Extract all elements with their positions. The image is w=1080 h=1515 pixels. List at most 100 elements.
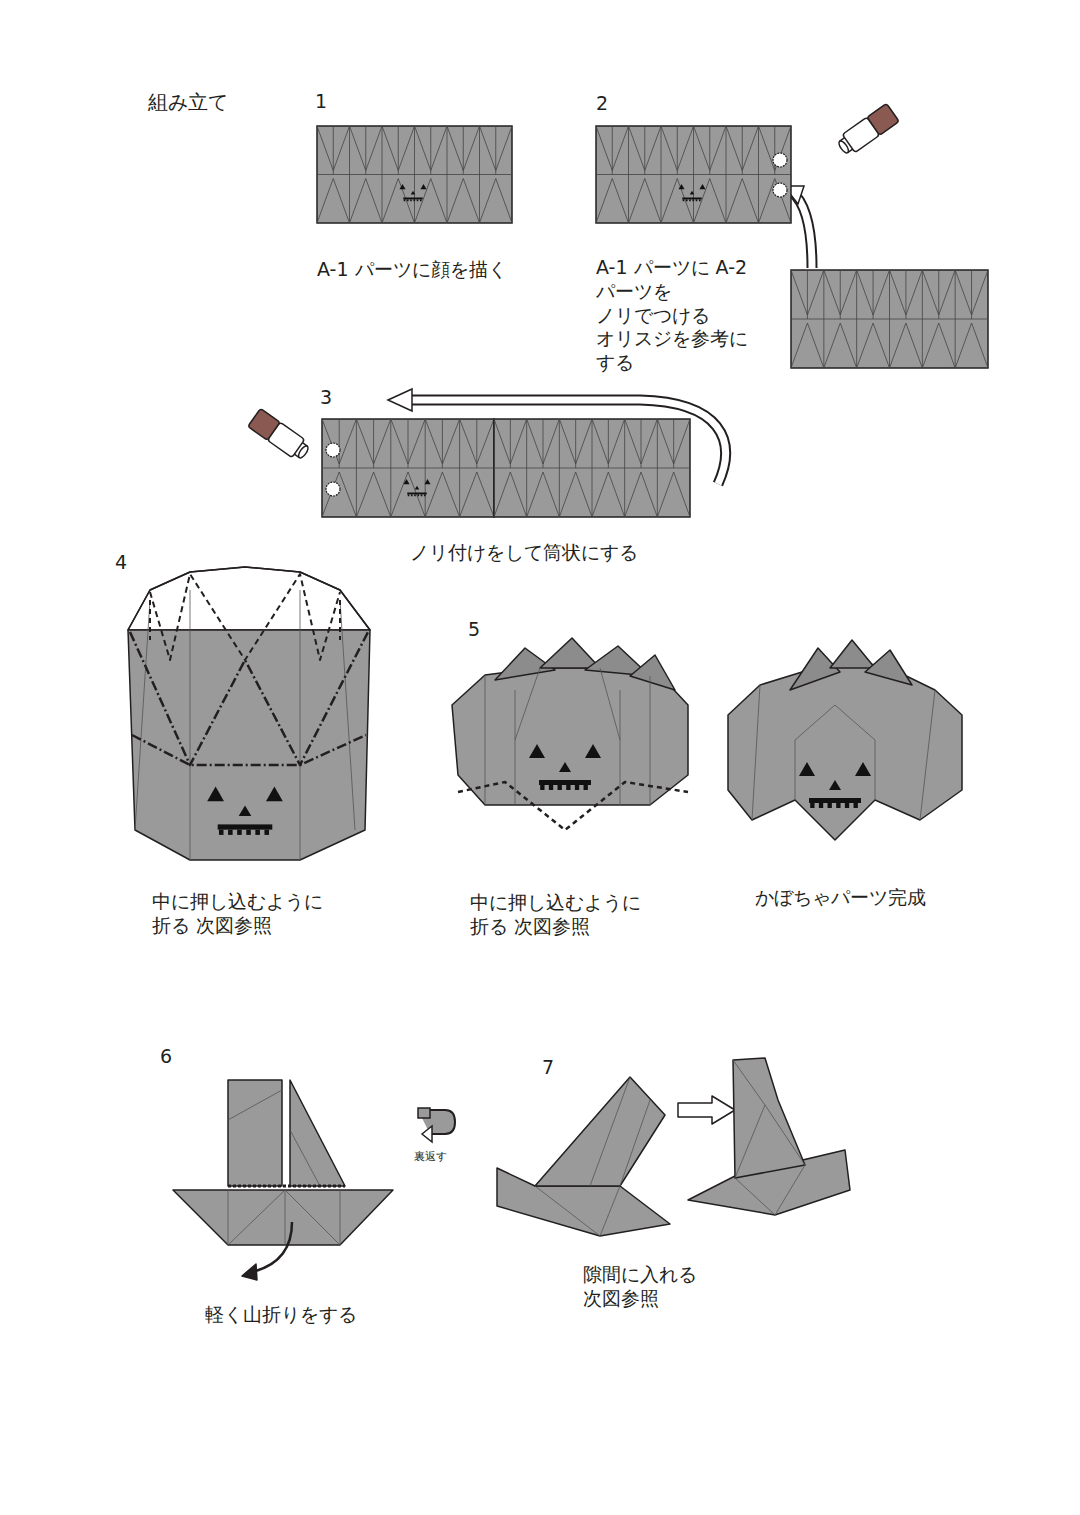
drawing-part <box>410 199 412 201</box>
drawing-part <box>421 184 427 189</box>
drawing-part <box>414 494 416 496</box>
drawing-part <box>682 198 702 200</box>
drawing-part <box>317 126 512 223</box>
drawing-part <box>686 199 688 201</box>
instruction-text: 中に押し込むように 折る 次図参照 <box>470 891 641 939</box>
drawing-part <box>420 199 422 201</box>
drawing-part <box>417 199 419 201</box>
drawing-part <box>407 493 427 495</box>
step-number: 1 <box>315 90 327 114</box>
drawing-part <box>584 785 588 790</box>
drawing-part <box>403 198 423 200</box>
step-number: 7 <box>542 1056 554 1080</box>
drawing-part <box>407 199 409 201</box>
drawing-part <box>425 479 431 484</box>
drawing-part <box>828 803 832 808</box>
drawing-part <box>692 199 694 201</box>
step-number: 3 <box>320 386 332 410</box>
drawing-part <box>239 806 252 817</box>
hat-figure <box>173 1080 393 1280</box>
drawing-part <box>791 270 988 368</box>
drawing-part <box>559 762 571 772</box>
step-number: 2 <box>596 92 608 116</box>
drawing-part <box>404 199 406 201</box>
drawing-part <box>835 103 899 157</box>
instruction-text: A-1 パーツに顔を描く <box>317 258 507 282</box>
drawing-part <box>529 744 545 758</box>
instruction-text: かぼちゃパーツ完成 <box>755 886 926 910</box>
drawing-part <box>791 270 988 368</box>
drawing-part <box>255 830 260 835</box>
drawing-part <box>421 494 423 496</box>
step-number: 4 <box>115 551 127 575</box>
generated-art <box>207 103 988 834</box>
drawing-part <box>411 494 413 496</box>
drawing-part <box>415 486 420 490</box>
drawing-part <box>228 830 233 835</box>
drawing-part <box>773 183 787 197</box>
instruction-text: 軽く山折りをする <box>205 1303 357 1327</box>
drawing-part <box>219 830 224 835</box>
instruction-text: A-1 パーツに A-2 パーツを ノリでつける オリスジを参考に する <box>596 256 748 375</box>
drawing-part <box>840 138 853 153</box>
drawing-part <box>799 762 815 776</box>
drawing-part <box>424 494 426 496</box>
drawing-part <box>237 830 242 835</box>
drawing-part <box>829 780 841 790</box>
section-heading: 組み立て <box>148 90 228 115</box>
drawing-part <box>855 762 871 776</box>
drawing-part <box>408 494 410 496</box>
drawing-part <box>494 419 690 517</box>
drawing-part <box>596 126 791 223</box>
hat-figure <box>497 1058 850 1236</box>
drawing-part <box>411 191 416 195</box>
drawing-part <box>585 744 601 758</box>
drawing-part <box>845 803 849 808</box>
drawing-part <box>596 126 791 223</box>
drawing-part <box>540 785 544 790</box>
drawing-part <box>854 803 858 808</box>
drawing-part <box>700 184 706 189</box>
drawing-part <box>819 803 823 808</box>
drawing-part <box>294 443 307 458</box>
drawing-part <box>539 780 591 785</box>
drawing-part <box>326 443 340 457</box>
drawing-part <box>773 153 787 167</box>
drawing-part <box>549 785 553 790</box>
drawing-part <box>322 419 494 517</box>
turn-over-icon <box>418 1108 455 1142</box>
drawing-part <box>810 803 814 808</box>
drawing-part <box>809 798 861 803</box>
step-number: 6 <box>160 1045 172 1069</box>
drawing-part <box>690 191 695 195</box>
drawing-part <box>404 479 410 484</box>
instruction-text: ノリ付けをして筒状にする <box>410 541 638 565</box>
drawing-part <box>683 199 685 201</box>
drawing-part <box>317 126 512 223</box>
drawing-part <box>246 830 251 835</box>
drawing-part <box>494 419 690 517</box>
drawing-part <box>218 824 273 829</box>
pumpkin-figure <box>728 640 962 840</box>
instruction-text: 隙間に入れる 次図参照 <box>583 1263 697 1311</box>
drawing-part <box>679 184 685 189</box>
drawing-part <box>326 482 340 496</box>
step-number: 5 <box>468 618 480 642</box>
instruction-text: 中に押し込むように 折る 次図参照 <box>152 890 323 938</box>
drawing-part <box>207 787 224 802</box>
drawing-part <box>266 787 283 802</box>
drawing-part <box>558 785 562 790</box>
pumpkin-figure <box>452 638 688 830</box>
drawing-part <box>696 199 698 201</box>
drawing-part <box>836 803 840 808</box>
drawing-part <box>322 419 494 517</box>
drawing-part <box>264 830 269 835</box>
drawing-part <box>400 184 406 189</box>
drawing-part <box>566 785 570 790</box>
drawing-part <box>413 199 415 201</box>
icon-label: 裏返す <box>414 1150 447 1164</box>
drawing-part <box>248 408 312 462</box>
drawing-part <box>689 199 691 201</box>
